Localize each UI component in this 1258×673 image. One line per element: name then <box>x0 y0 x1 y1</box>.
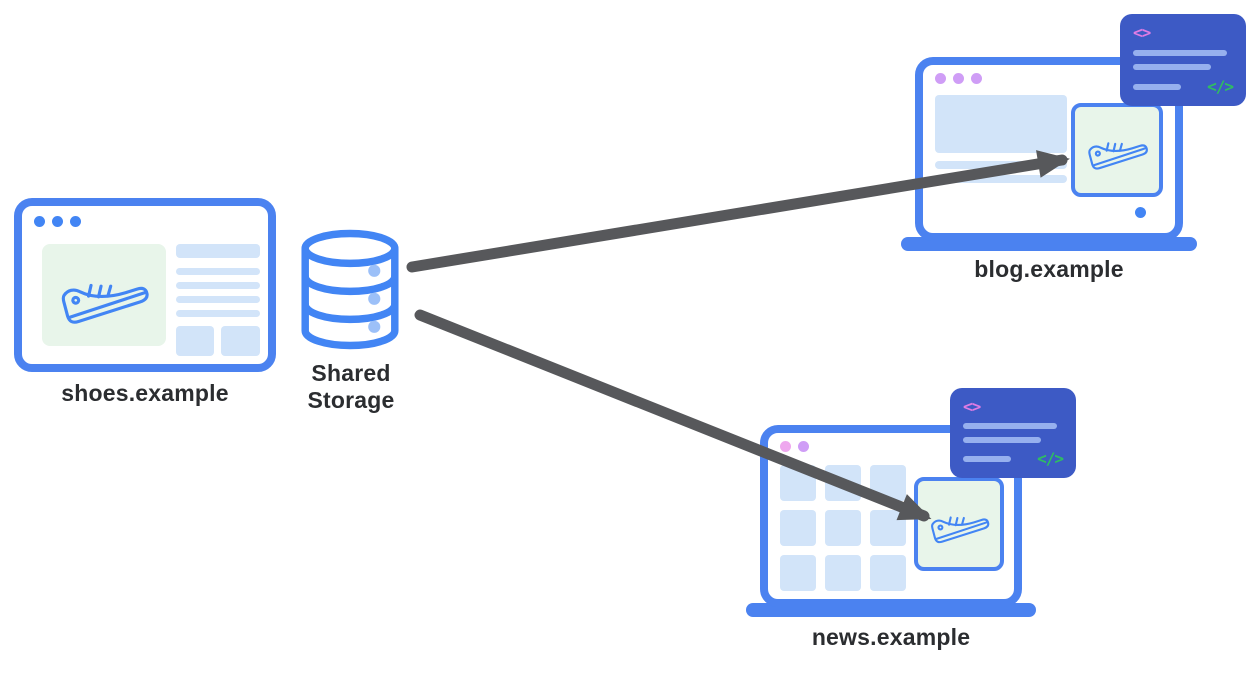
sneaker-icon <box>49 250 158 340</box>
code-snippet-card: <> </> <box>950 388 1076 478</box>
text-line-placeholder <box>176 244 260 258</box>
grid-cell-placeholder <box>870 465 906 501</box>
grid-cell-placeholder <box>870 510 906 546</box>
shoe-ad-image <box>1071 103 1163 197</box>
code-line-placeholder <box>963 456 1011 462</box>
grid-cell-placeholder <box>780 465 816 501</box>
code-line-placeholder <box>1133 83 1181 90</box>
grid-cell-placeholder <box>780 510 816 546</box>
text-line-placeholder <box>176 310 260 317</box>
hero-image-placeholder <box>935 95 1067 153</box>
window-dot-icon <box>70 216 81 227</box>
thumbnail-placeholder <box>221 326 260 356</box>
shoe-ad-image <box>914 477 1004 571</box>
shoes-browser-window <box>14 198 276 372</box>
sneaker-icon <box>1080 112 1154 188</box>
window-controls <box>935 73 982 84</box>
window-dot-icon <box>798 441 809 452</box>
code-line-placeholder <box>1133 49 1227 56</box>
grid-cell-placeholder <box>825 555 861 591</box>
code-bottom-row: </> <box>963 449 1064 468</box>
grid-cell-placeholder <box>825 465 861 501</box>
grid-cell-placeholder <box>780 555 816 591</box>
text-line-placeholder <box>176 282 260 289</box>
shoes-site-label: shoes.example <box>61 380 229 406</box>
shared-storage-database-icon <box>294 224 406 355</box>
window-dot-icon <box>780 441 791 452</box>
window-dot-icon <box>52 216 63 227</box>
decor-dot-icon <box>1135 207 1146 218</box>
sneaker-icon <box>923 486 995 562</box>
window-dot-icon <box>34 216 45 227</box>
text-line-placeholder <box>176 296 260 303</box>
shoe-ad-image <box>42 244 166 346</box>
text-line-placeholder <box>935 161 1067 169</box>
grid-cell-placeholder <box>870 555 906 591</box>
code-bottom-row: </> <box>1133 76 1234 96</box>
code-close-icon: </> <box>1037 449 1064 468</box>
code-open-icon: <> <box>1133 23 1151 42</box>
news-site-label: news.example <box>811 624 971 650</box>
code-line-placeholder <box>963 437 1041 443</box>
thumbnail-placeholder <box>176 326 214 356</box>
text-line-placeholder <box>176 268 260 275</box>
code-open-icon: <> <box>963 397 981 416</box>
text-line-placeholder <box>935 175 1067 183</box>
blog-site-label: blog.example <box>974 256 1124 282</box>
code-line-placeholder <box>1133 64 1211 71</box>
window-controls <box>34 216 81 227</box>
code-line-placeholder <box>963 423 1057 429</box>
code-close-icon: </> <box>1207 76 1234 96</box>
shared-storage-label: Shared Storage <box>307 360 395 414</box>
grid-cell-placeholder <box>825 510 861 546</box>
window-controls <box>780 441 809 452</box>
window-dot-icon <box>935 73 946 84</box>
code-snippet-card: <> </> <box>1120 14 1246 106</box>
window-dot-icon <box>971 73 982 84</box>
window-dot-icon <box>953 73 964 84</box>
